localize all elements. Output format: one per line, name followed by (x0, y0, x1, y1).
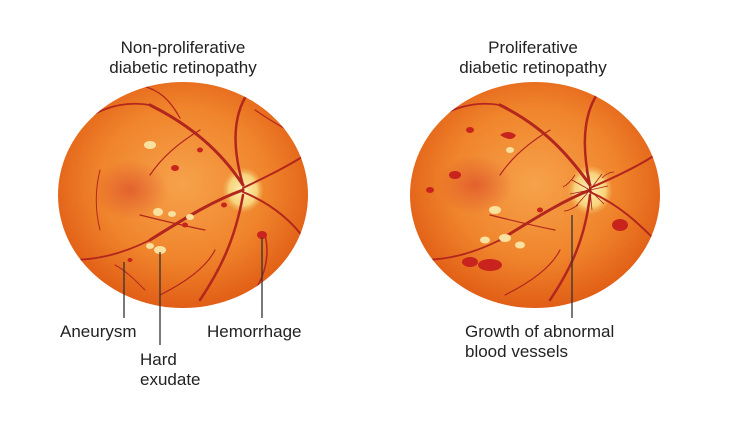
hard-exudate-label-line2: exudate (140, 370, 201, 389)
growth-label-line1: Growth of abnormal (465, 322, 615, 341)
right-hemorrhages (426, 127, 628, 271)
right-neovascularization (562, 169, 615, 212)
right-title-line1: Proliferative (488, 38, 578, 57)
leader-lines (123, 215, 573, 345)
right-hard-exudates (480, 147, 525, 249)
growth-label-line2: blood vessels (465, 342, 569, 361)
left-title-line2: diabetic retinopathy (109, 58, 257, 77)
aneurysm-label: Aneurysm (60, 322, 137, 341)
right-title-line2: diabetic retinopathy (459, 58, 607, 77)
left-hard-exudates (144, 141, 194, 254)
hard-exudate-label-line1: Hard (140, 350, 177, 369)
right-retina (410, 82, 660, 308)
right-title: Proliferative diabetic retinopathy (423, 38, 643, 78)
hemorrhage-label: Hemorrhage (207, 322, 302, 341)
left-title-line1: Non-proliferative (120, 38, 246, 57)
left-hemorrhages (127, 147, 267, 262)
left-macula (92, 160, 168, 220)
left-retina (58, 82, 308, 308)
growth-label: Growth of abnormal blood vessels (465, 322, 614, 362)
right-blood-vessels (419, 88, 656, 302)
left-title: Non-proliferative diabetic retinopathy (73, 38, 293, 78)
right-macula (437, 155, 513, 215)
hard-exudate-label: Hard exudate (140, 350, 201, 390)
